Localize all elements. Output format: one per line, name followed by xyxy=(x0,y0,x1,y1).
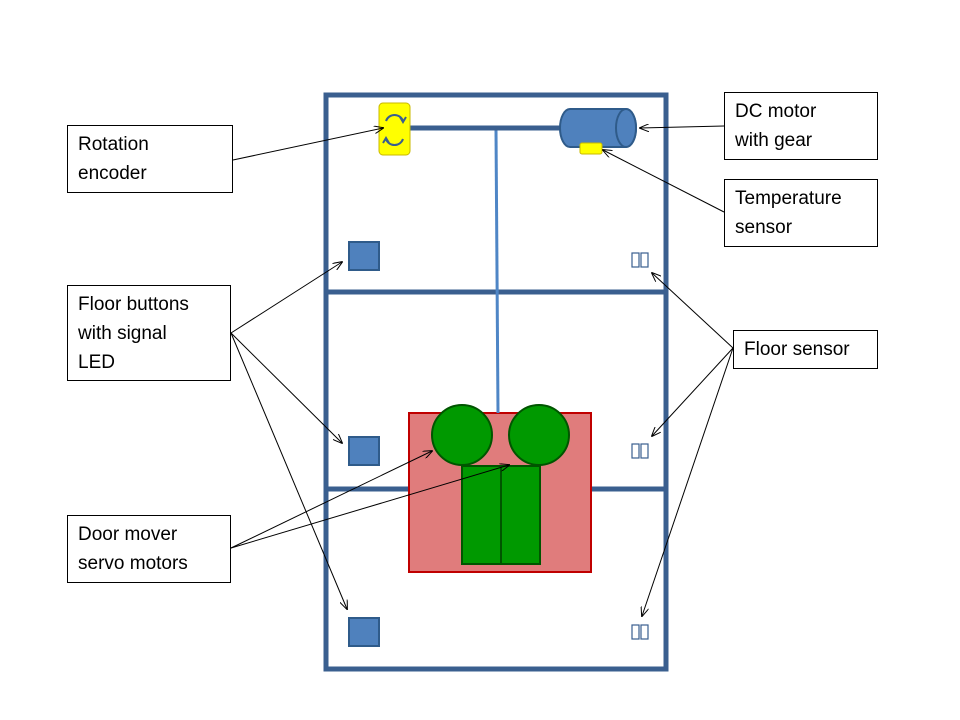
arrow-servo-left xyxy=(230,451,432,549)
arrow-floor-sensor-2 xyxy=(652,347,734,436)
label-floor-buttons: Floor buttons with signal LED xyxy=(67,285,231,381)
label-temperature-sensor: Temperature sensor xyxy=(724,179,878,247)
door-servo-right xyxy=(508,404,570,466)
arrow-floor-sensor-3 xyxy=(642,347,734,616)
door-servo-left xyxy=(431,404,493,466)
elevator-shaft xyxy=(323,92,669,672)
rotation-encoder xyxy=(378,102,411,156)
label-floor-sensor: Floor sensor xyxy=(733,330,878,369)
arrow-floor-button-1 xyxy=(230,262,342,334)
callout-arrows xyxy=(230,126,734,616)
square-button-icon xyxy=(348,436,380,466)
rotation-arrows-icon xyxy=(378,102,411,156)
square-button-icon xyxy=(348,617,380,647)
arrow-rotation-encoder xyxy=(232,128,383,161)
cabin-door-left xyxy=(461,465,502,565)
double-slot-sensor-icon xyxy=(631,443,649,459)
label-dc-motor: DC motor with gear xyxy=(724,92,878,160)
arrow-floor-button-2 xyxy=(230,332,342,443)
arrow-floor-button-3 xyxy=(230,332,347,609)
label-door-servos: Door mover servo motors xyxy=(67,515,231,583)
arrow-temperature-sensor xyxy=(603,150,725,213)
cabin-door-right xyxy=(500,465,541,565)
dc-motor xyxy=(559,108,637,148)
label-rotation-encoder: Rotation encoder xyxy=(67,125,233,193)
temperature-sensor xyxy=(579,142,603,155)
arrow-floor-sensor-1 xyxy=(652,273,734,349)
arrow-servo-right xyxy=(230,465,509,549)
square-button-icon xyxy=(348,241,380,271)
hoist-cable xyxy=(494,129,500,414)
arrow-dc-motor xyxy=(640,126,725,128)
double-slot-sensor-icon xyxy=(631,624,649,640)
double-slot-sensor-icon xyxy=(631,252,649,268)
